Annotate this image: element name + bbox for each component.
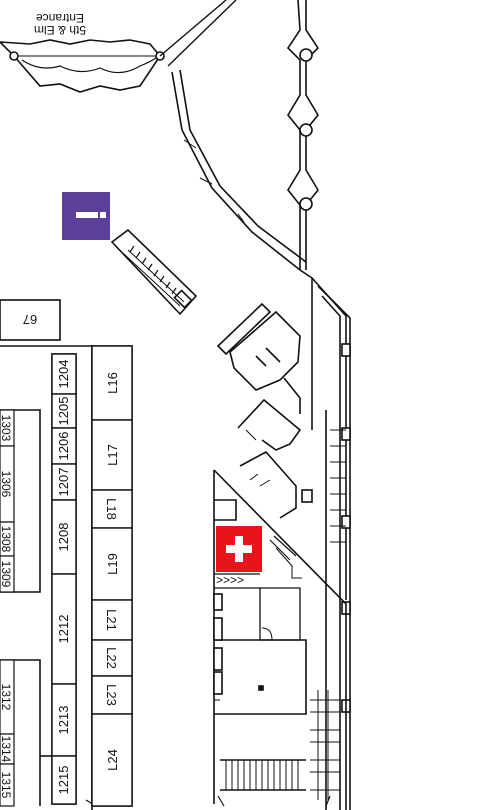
booth-1314[interactable]: 1314 xyxy=(0,733,15,765)
booth-1312[interactable]: 1312 xyxy=(0,659,15,735)
booth-1212[interactable]: 1212 xyxy=(51,573,77,685)
stairs-top xyxy=(110,228,198,316)
booth-label: L21 xyxy=(104,609,119,631)
entrance-label: Entrance 5th & Elm xyxy=(34,11,86,37)
booth-1306[interactable]: 1306 xyxy=(0,445,15,523)
booth-L19[interactable]: L19 xyxy=(91,527,133,601)
booth-1309[interactable]: 1309 xyxy=(0,555,15,593)
direction-arrows: >>>> xyxy=(216,573,244,587)
booth-label: L23 xyxy=(104,684,119,706)
booth-label: L18 xyxy=(104,498,119,520)
booth-1213[interactable]: 1213 xyxy=(51,683,77,757)
booth-1308[interactable]: 1308 xyxy=(0,521,15,557)
booth-L23[interactable]: L23 xyxy=(91,675,133,715)
booth-1207[interactable]: 1207 xyxy=(51,463,77,501)
booth-column-edge: 1303 1306 1308 1309 1312 1314 1315 xyxy=(0,409,15,807)
booth-label: 1205 xyxy=(56,397,71,426)
booth-1315[interactable]: 1315 xyxy=(0,763,15,807)
booth-label: L16 xyxy=(105,372,120,394)
booth-67[interactable] xyxy=(0,299,61,341)
booth-label: L22 xyxy=(104,647,119,669)
booth-label: 1212 xyxy=(56,615,71,644)
booth-L16[interactable]: L16 xyxy=(91,345,133,421)
booth-L21[interactable]: L21 xyxy=(91,599,133,641)
booth-1303[interactable]: 1303 xyxy=(0,409,15,447)
booth-label: L17 xyxy=(105,444,120,466)
booth-L22[interactable]: L22 xyxy=(91,639,133,677)
booth-label: 1312 xyxy=(0,684,13,711)
booth-label: 1215 xyxy=(56,766,71,795)
entrance-line1: Entrance xyxy=(36,11,84,25)
booth-label: 1204 xyxy=(56,360,71,389)
entrance-line2: 5th & Elm xyxy=(34,23,86,37)
booth-label: 1207 xyxy=(56,468,71,497)
booth-label: 1308 xyxy=(0,526,13,553)
booth-L17[interactable]: L17 xyxy=(91,419,133,491)
outer-wall xyxy=(286,0,301,270)
booth-1215[interactable]: 1215 xyxy=(51,755,77,805)
booth-label: 1315 xyxy=(0,772,13,799)
booth-label: 1314 xyxy=(0,736,13,763)
entrance-canopy xyxy=(0,39,161,93)
booth-label: L19 xyxy=(105,553,120,575)
booth-label: 1208 xyxy=(56,523,71,552)
first-aid-cross-icon[interactable] xyxy=(216,526,262,572)
booth-column-a: 1204 1205 1206 1207 1208 1212 1213 1215 xyxy=(51,353,77,805)
booth-67-label: 67 xyxy=(23,312,37,327)
booth-1208[interactable]: 1208 xyxy=(51,499,77,575)
booth-label: 1206 xyxy=(56,432,71,461)
booth-label: 1309 xyxy=(0,561,13,588)
booth-1205[interactable]: 1205 xyxy=(51,393,77,429)
info-icon[interactable] xyxy=(62,192,110,240)
booth-1206[interactable]: 1206 xyxy=(51,427,77,465)
booth-L24[interactable]: L24 xyxy=(91,713,133,807)
booth-label: L24 xyxy=(105,749,120,771)
booth-1204[interactable]: 1204 xyxy=(51,353,77,395)
booth-label: 1303 xyxy=(0,415,13,442)
booth-label: 1306 xyxy=(0,471,13,498)
booth-label: 1213 xyxy=(56,706,71,735)
booth-L18[interactable]: L18 xyxy=(91,489,133,529)
